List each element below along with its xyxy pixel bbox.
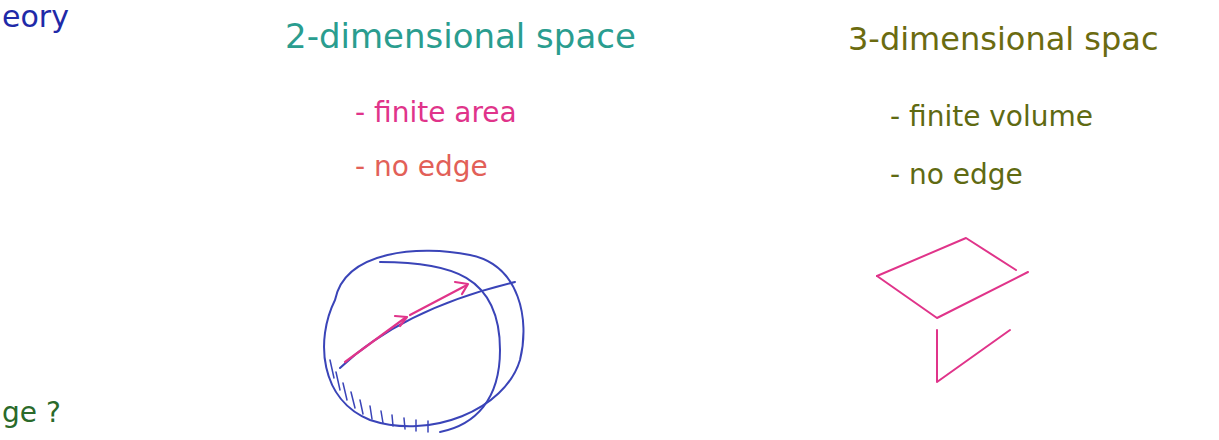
property-note: - finite area <box>355 98 517 129</box>
title-fragment: eory <box>2 0 69 33</box>
property-note: - no edge <box>890 160 1023 191</box>
heading: 2-dimensional space <box>285 18 636 55</box>
geodesic-arrows <box>345 282 468 362</box>
note-fragment: ge ? <box>2 398 61 429</box>
cube-sketch <box>877 238 1028 382</box>
property-note: - finite volume <box>890 102 1093 133</box>
sphere-sketch <box>324 251 523 432</box>
heading: 3-dimensional spac <box>848 22 1159 57</box>
property-note: - no edge <box>355 152 488 183</box>
